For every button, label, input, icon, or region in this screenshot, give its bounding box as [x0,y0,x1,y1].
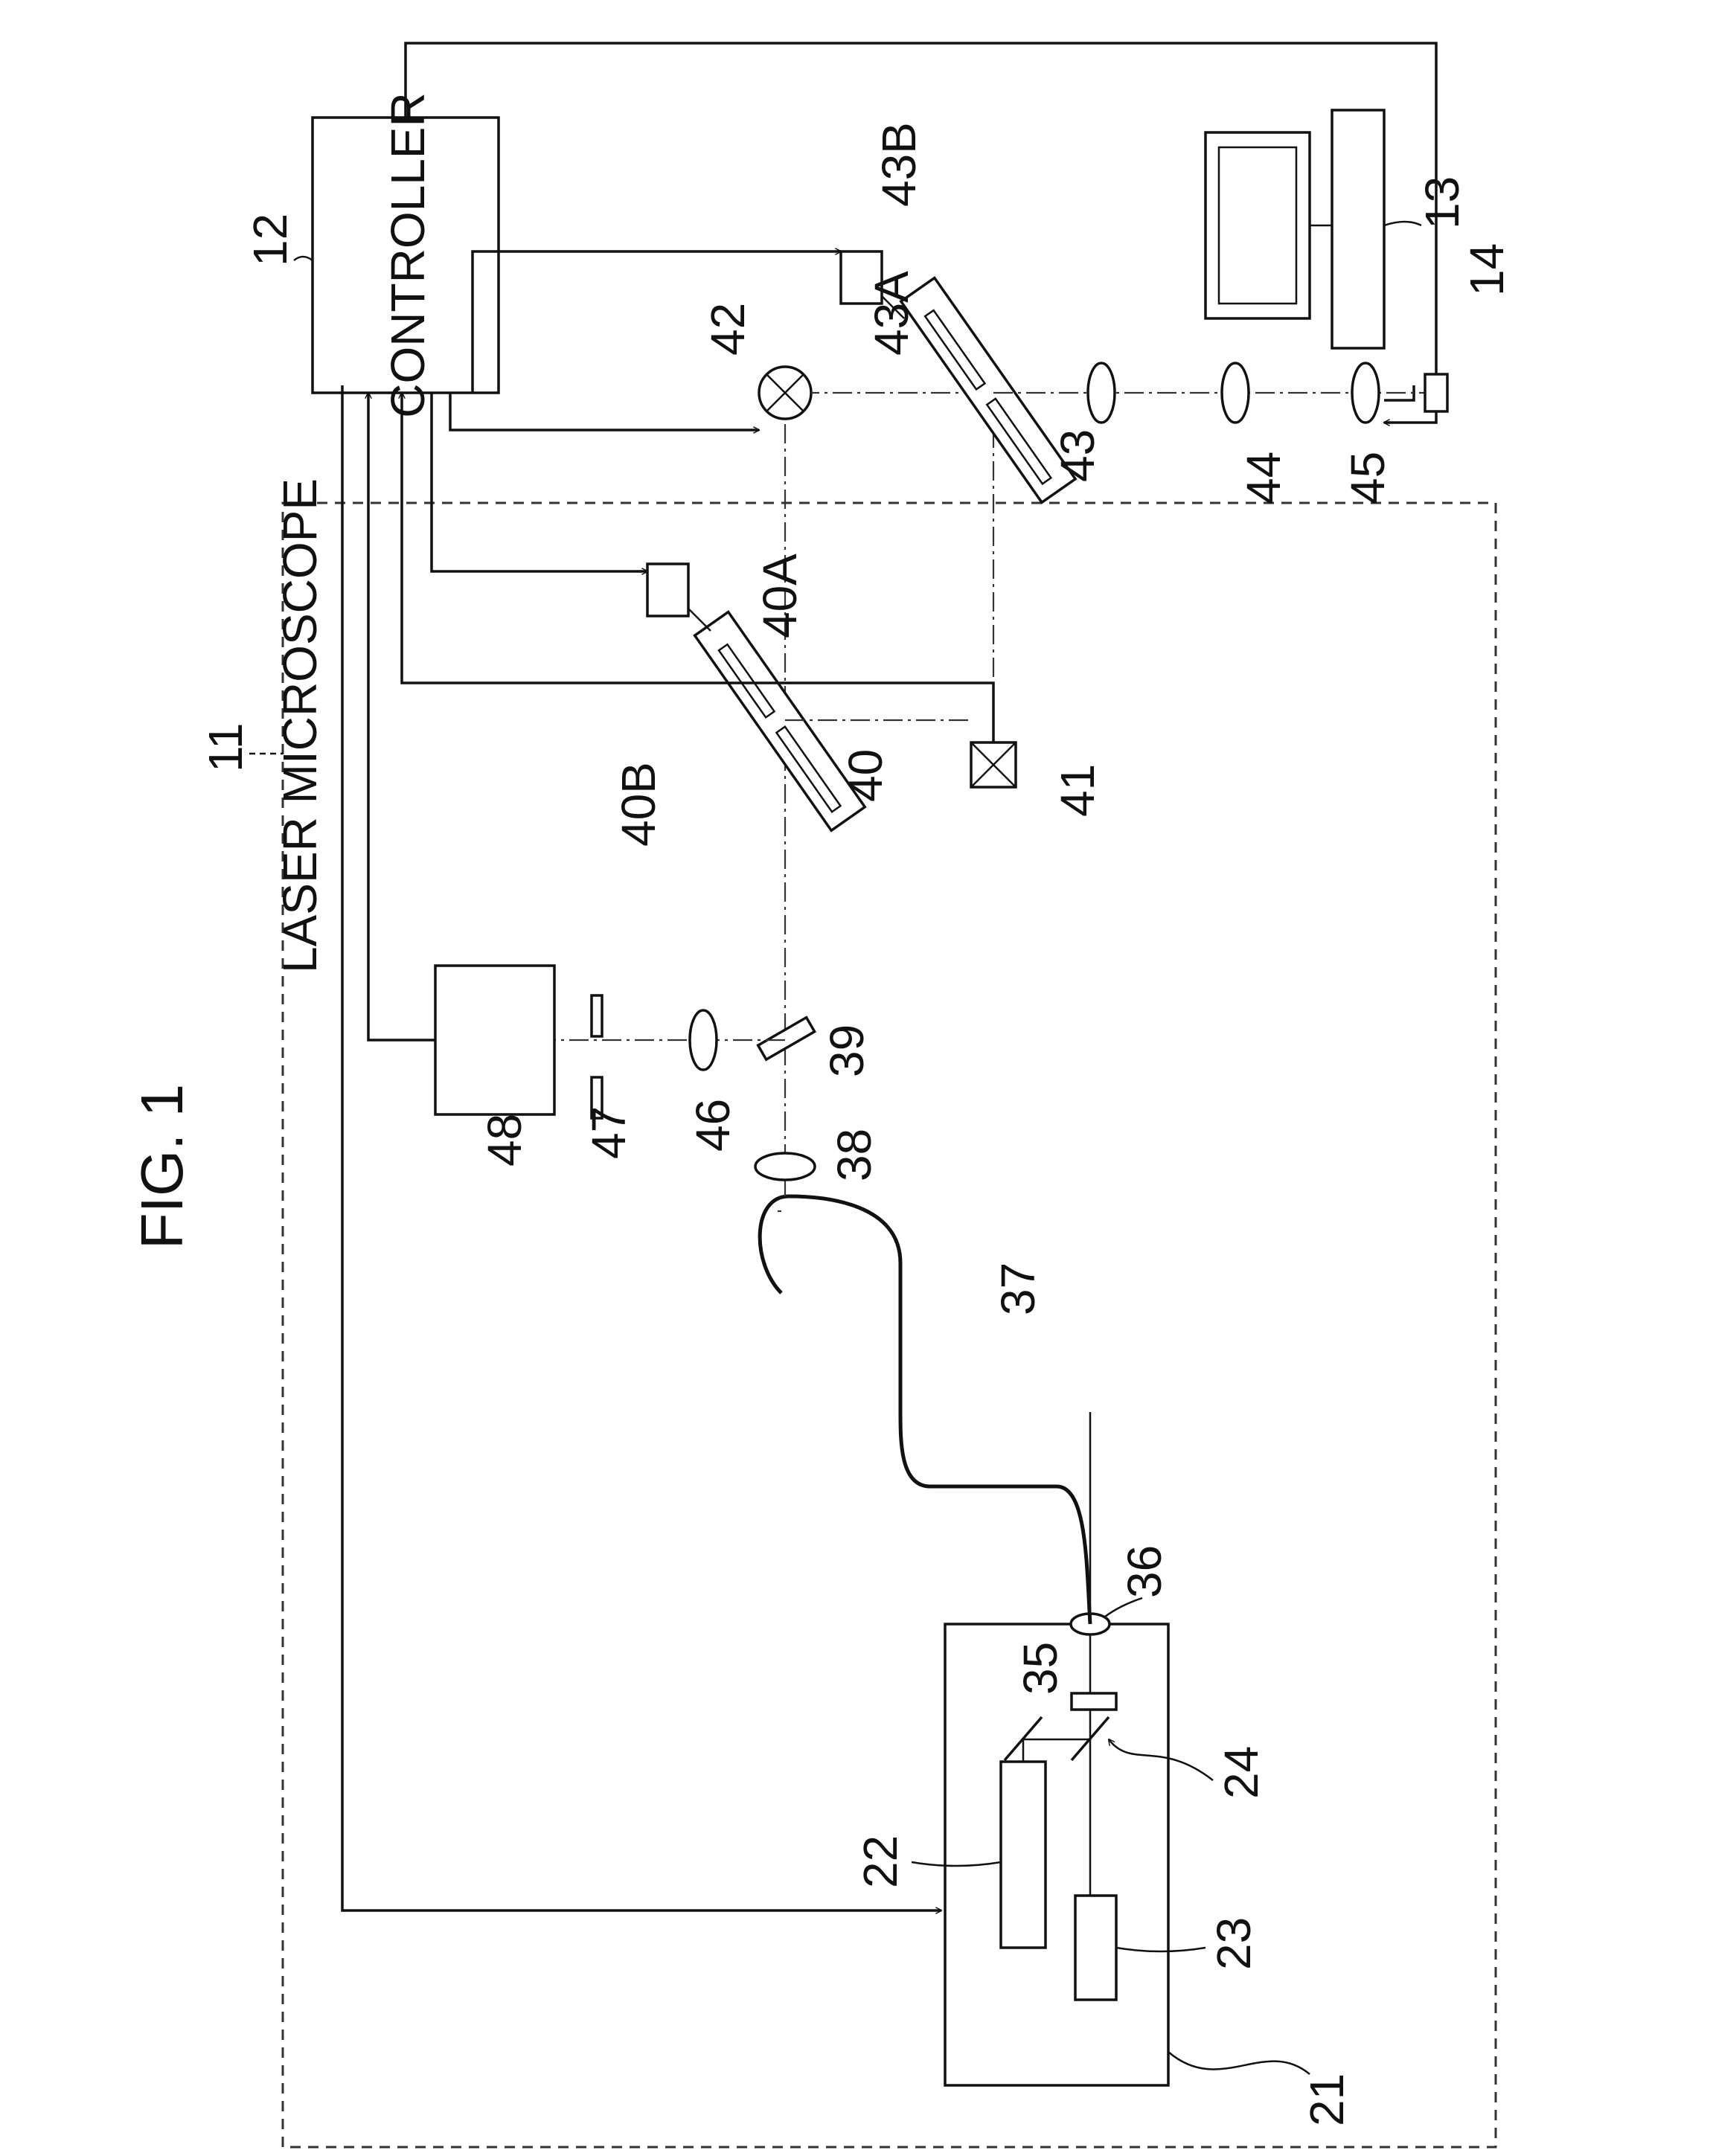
lens-45 [1352,363,1379,423]
label-22: 22 [854,1835,907,1888]
label-35: 35 [1014,1642,1067,1695]
fiber-37 [760,1196,1090,1624]
dichroic-39 [758,1018,815,1060]
label-45: 45 [1341,452,1395,504]
sample-14 [1425,374,1447,411]
label-48: 48 [478,1114,531,1167]
ctrl-line-42 [450,393,759,430]
label-43B: 43B [872,122,926,207]
motor-40 [647,564,688,616]
label-43: 43 [1051,429,1104,482]
element-35 [1072,1693,1116,1710]
controller-label: CONTROLLER [381,92,435,417]
leader-36 [1105,1598,1142,1617]
label-46: 46 [686,1099,740,1152]
laser-microscope-label: LASER MICROSCOPE [273,478,327,973]
label-40B: 40B [612,762,665,847]
label-44: 44 [1237,452,1290,504]
label-23: 23 [1207,1917,1261,1970]
label-47: 47 [582,1106,635,1159]
label-11: 11 [199,723,252,772]
label-12: 12 [243,214,297,266]
label-24: 24 [1214,1746,1268,1799]
monitor-outer [1205,132,1310,318]
label-37: 37 [991,1263,1045,1315]
laser-source-22 [1001,1762,1046,1948]
lens-44b [1222,363,1249,423]
scanner-43 [901,278,1075,503]
label-43A: 43A [865,271,918,356]
lens-38 [755,1153,815,1180]
label-13: 13 [1415,176,1469,229]
laser-source-23 [1075,1896,1116,2000]
label-39: 39 [820,1024,874,1077]
figure-title: FIG. 1 [129,1084,195,1249]
label-21: 21 [1300,2073,1354,2126]
leader-21 [1168,2052,1310,2074]
computer-tower [1332,110,1384,348]
lens-44a [1088,363,1115,423]
label-41: 41 [1051,764,1104,817]
axis-41-43 [811,393,993,742]
motor-40-shaft [688,609,711,631]
ctrl-line-40 [432,393,647,571]
label-36: 36 [1118,1545,1171,1598]
label-38: 38 [827,1129,881,1181]
label-42: 42 [701,303,755,356]
lens-46 [690,1010,717,1070]
ctrl-line-41 [402,393,993,742]
detector-48 [435,966,554,1114]
label-40: 40 [839,749,892,802]
pinhole-47b [592,995,602,1036]
label-14: 14 [1460,243,1514,296]
label-40A: 40A [753,554,807,638]
